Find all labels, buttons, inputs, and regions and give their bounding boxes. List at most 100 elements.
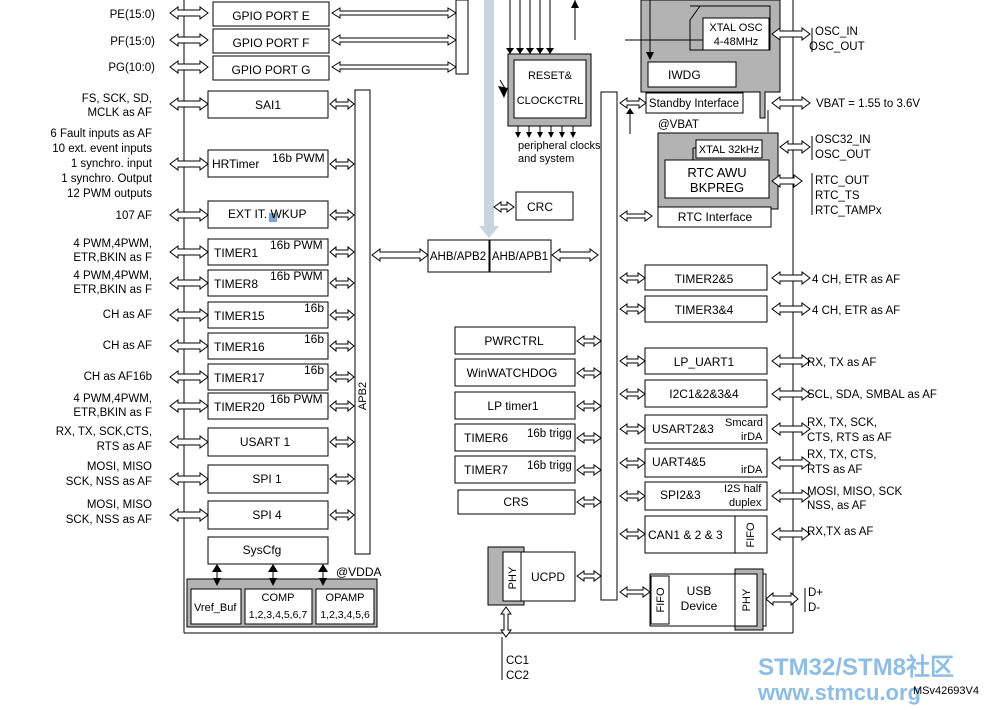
timer8-signal-2: ETR,BKIN as F (73, 284, 152, 296)
hrtimer-signal-4: 1 synchro. Output (61, 173, 153, 185)
timer1-signal-2: ETR,BKIN as F (73, 252, 152, 264)
usb-device-label: Device (681, 599, 718, 613)
gpio-ports (212, 0, 469, 81)
timer20-signal-2: ETR,BKIN as F (73, 407, 152, 419)
timer17-block: TIMER17 (214, 371, 265, 385)
timer3-4-block: TIMER3&4 (675, 303, 734, 317)
left-pin-arrows (169, 6, 209, 522)
syscfg-block: SysCfg (243, 543, 282, 557)
timer3-4-signal: 4 CH, ETR as AF (812, 305, 900, 317)
spi4-signal-2: SCK, NSS as AF (66, 514, 152, 526)
cc1-signal: CC1 (506, 655, 529, 667)
rtc-interface-block: RTC Interface (678, 210, 753, 224)
hrtimer-sub: 16b PWM (272, 151, 325, 165)
spi2-3-block: SPI2&3 (660, 488, 701, 502)
ahb-bridges (371, 239, 599, 273)
iwdg-block: IWDG (668, 68, 701, 82)
pf-signal: PF(15:0) (110, 36, 155, 48)
timer8-signal-1: 4 PWM,4PWM, (73, 270, 152, 282)
winwatchdog-block: WinWATCHDOG (467, 366, 558, 380)
ucpd-block (487, 546, 576, 680)
crc-box (515, 191, 574, 221)
usart2-3-block: USART2&3 (652, 422, 714, 436)
usb-fifo: FIFO (655, 587, 667, 612)
and-system-label: and system (518, 153, 574, 165)
vdda-label: @VDDA (336, 565, 382, 579)
timer8-block: TIMER8 (214, 277, 258, 291)
crs-block: CRS (503, 495, 528, 509)
timer17-sub: 16b (304, 363, 324, 377)
timer16-block: TIMER16 (214, 340, 265, 354)
spi1-signal-2: SCK, NSS as AF (66, 476, 152, 488)
timer15-block: TIMER15 (214, 309, 265, 323)
ahb-apb1-bridge: AHB/APB1 (492, 251, 548, 263)
clockctrl-label: CLOCKCTRL (517, 95, 584, 107)
spi4-block: SPI 4 (252, 508, 282, 522)
usart2-3-signal-2: CTS, RTS as AF (807, 432, 892, 444)
watermark-title: STM32/STM8社区 (758, 653, 954, 681)
uart4-5-signal-1: RX, TX, CTS, (807, 449, 876, 461)
hrtimer-signal-2: 10 ext. event inputs (52, 143, 152, 155)
usb-dm-signal: D- (808, 602, 820, 614)
timer20-block: TIMER20 (214, 400, 265, 414)
osc-in-signal: OSC_IN (815, 26, 858, 38)
osc32-out-signal: OSC_OUT (815, 149, 871, 161)
apb2-bus (354, 89, 371, 555)
osc-domain (625, 0, 781, 119)
rtc-tamp-signal: RTC_TAMPx (815, 205, 882, 217)
left-peripherals (207, 90, 329, 565)
spi2-3-signal-1: MOSI, MISO, SCK (807, 486, 903, 498)
right-pin-arrows (765, 27, 811, 607)
timer17-signal: CH as AF16b (84, 371, 152, 383)
spi2-3-signal-2: NSS, as AF (807, 500, 866, 512)
spi2-3-i2s: I2S half (724, 483, 762, 495)
sai1-signal-2: MCLK as AF (87, 107, 152, 119)
exti-block: EXT IT. WKUP (228, 207, 306, 221)
rtc-ts-signal: RTC_TS (815, 190, 860, 202)
apb2-label: APB2 (357, 382, 369, 410)
xtal-osc-freq: 4-48MHz (714, 36, 759, 48)
spi2-3-duplex: duplex (729, 497, 762, 509)
ahb-apb2-bridge: AHB/APB2 (430, 251, 486, 263)
timer1-sub: 16b PWM (270, 238, 323, 252)
center-apb1-arrows (576, 335, 602, 582)
osc-out-signal: OSC_OUT (809, 41, 865, 53)
timer20-sub: 16b PWM (270, 392, 323, 406)
timer1-block: TIMER1 (214, 246, 258, 260)
figure-code: MSv42693V4 (913, 685, 979, 697)
timer16-signal: CH as AF (103, 340, 152, 352)
hrtimer-block: HRTimer (212, 157, 259, 171)
analog-domain (186, 564, 378, 628)
ahb-arrow (479, 0, 499, 238)
timer6-block: TIMER6 (464, 431, 508, 445)
vbat-domain-label: @VBAT (658, 119, 699, 131)
usb-phy: PHY (741, 588, 753, 611)
can-block: CAN1 & 2 & 3 (648, 528, 723, 542)
hrtimer-signal-1: 6 Fault inputs as AF (50, 128, 152, 140)
crc-block: CRC (527, 200, 553, 214)
opamp-block: OPAMP (326, 592, 365, 604)
usart1-signal-1: RX, TX, SCK,CTS, (56, 426, 152, 438)
osc32-in-signal: OSC32_IN (815, 134, 871, 146)
can-fifo: FIFO (745, 522, 757, 547)
reset-label: RESET& (528, 70, 573, 82)
hrtimer-signal-3: 1 synchro. input (71, 158, 153, 170)
can-signal: RX,TX as AF (807, 526, 873, 538)
i2c-signal: SCL, SDA, SMBAL as AF (807, 389, 937, 401)
apb2-arrows (329, 97, 355, 522)
uart4-5-signal-2: RTS as AF (807, 464, 862, 476)
highlight-marker (269, 213, 277, 222)
vbat-domain (619, 108, 779, 228)
gpio-port-e: GPIO PORT E (232, 9, 310, 23)
rtc-awu-block: RTC AWU (687, 165, 746, 180)
timer8-sub: 16b PWM (270, 269, 323, 283)
pg-signal: PG(10:0) (108, 62, 155, 74)
center-peripherals (454, 326, 576, 515)
lptimer-block: LP timer1 (487, 399, 538, 413)
usb-dp-signal: D+ (808, 587, 823, 599)
right-apb1-arrows (619, 272, 651, 598)
opamp-sub: 1,2,3,4,5,6 (320, 609, 370, 621)
timer15-sub: 16b (304, 301, 324, 315)
lp-uart1-block: LP_UART1 (674, 355, 735, 369)
